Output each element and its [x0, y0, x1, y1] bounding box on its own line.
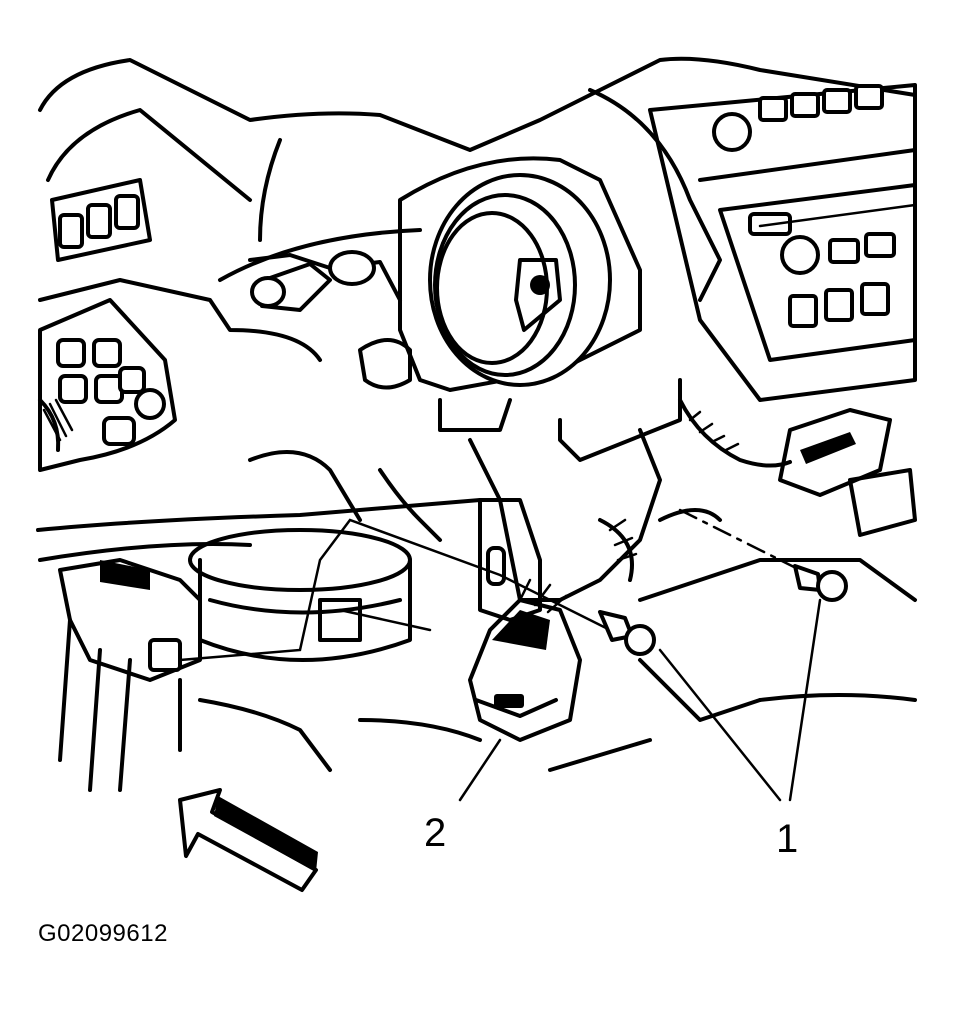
figure-id: G02099612	[38, 920, 168, 947]
ground-connector-left	[58, 558, 202, 792]
callout-2-label: 2	[424, 811, 446, 855]
radio-icon	[648, 83, 917, 402]
switch-panel-icon	[38, 178, 177, 472]
connector-icon	[468, 578, 582, 742]
lower-bracket	[468, 378, 682, 622]
callout-1-label: 1	[776, 817, 798, 861]
dashboard-shell	[36, 56, 917, 562]
harness-connector-right	[678, 398, 917, 537]
steering-column-icon	[248, 88, 722, 432]
forward-direction-arrow-icon	[178, 788, 318, 892]
bolt-icon	[598, 564, 848, 656]
knee-bolster	[188, 450, 917, 772]
leader-lines	[178, 508, 822, 802]
